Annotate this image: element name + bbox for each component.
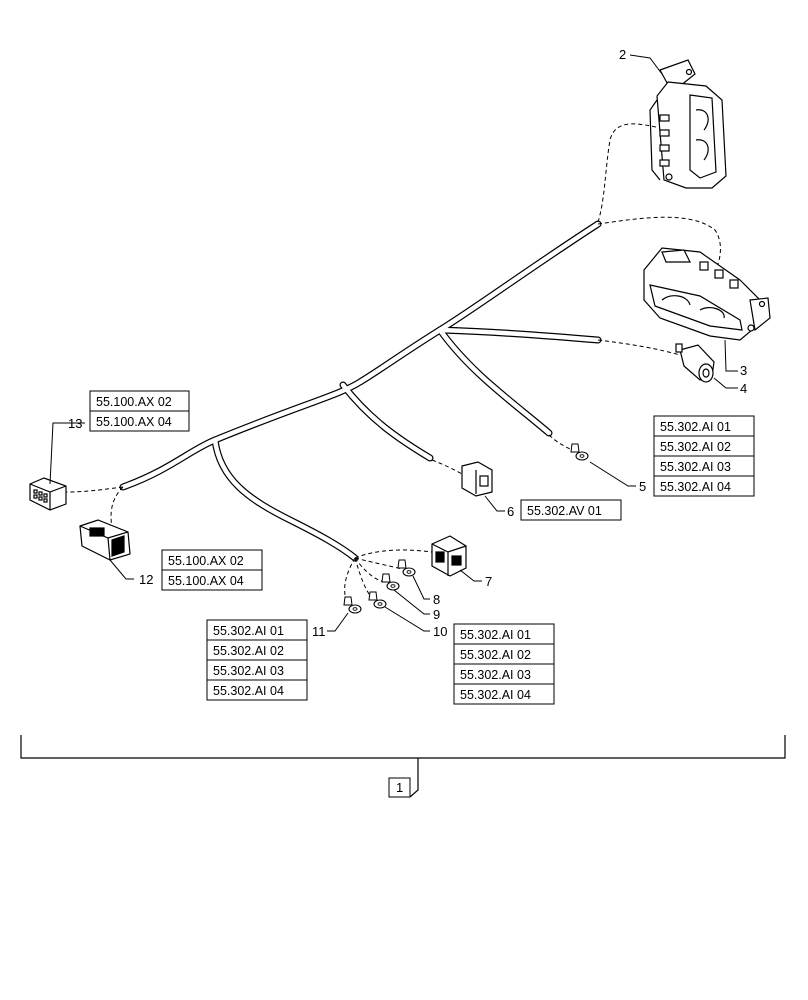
ref-table-6: 55.302.AV 01	[520, 499, 622, 521]
callout-4: 4	[740, 381, 747, 396]
ref-12-row-1: 55.100.AX 02	[168, 554, 244, 568]
ref-11-row-4: 55.302.AI 04	[213, 684, 284, 698]
ref-5-row-1: 55.302.AI 01	[660, 420, 731, 434]
ref-10-row-2: 55.302.AI 02	[460, 648, 531, 662]
ref-11-row-1: 55.302.AI 01	[213, 624, 284, 638]
fuse-box-lower	[643, 247, 771, 341]
callout-1-box	[388, 777, 411, 798]
ring-terminal-9	[381, 573, 400, 591]
fuse-box-upper	[649, 59, 727, 189]
ref-table-13: 55.100.AX 02 55.100.AX 04	[89, 390, 190, 432]
ring-terminal-5	[570, 443, 589, 461]
ref-table-12: 55.100.AX 02 55.100.AX 04	[161, 549, 263, 591]
ref-10-row-1: 55.302.AI 01	[460, 628, 531, 642]
callout-8: 8	[433, 592, 440, 607]
ref-table-11: 55.302.AI 01 55.302.AI 02 55.302.AI 03 5…	[206, 619, 308, 701]
ref-10-row-4: 55.302.AI 04	[460, 688, 531, 702]
callout-2: 2	[619, 47, 626, 62]
reference-tables: 55.100.AX 02 55.100.AX 04 55.100.AX 02 5…	[89, 390, 755, 705]
connector-12	[79, 519, 131, 561]
ring-terminal-8	[397, 559, 416, 577]
ref-6-row-1: 55.302.AV 01	[527, 504, 602, 518]
callout-1: 1	[396, 780, 403, 795]
ref-13-row-2: 55.100.AX 04	[96, 415, 172, 429]
callout-13: 13	[68, 416, 82, 431]
callout-7: 7	[485, 574, 492, 589]
ref-table-10: 55.302.AI 01 55.302.AI 02 55.302.AI 03 5…	[453, 623, 555, 705]
ref-12-row-2: 55.100.AX 04	[168, 574, 244, 588]
ref-11-row-3: 55.302.AI 03	[213, 664, 284, 678]
sensor-connector	[675, 343, 715, 383]
assembly-bracket	[20, 735, 786, 798]
callout-5: 5	[639, 479, 646, 494]
ref-5-row-2: 55.302.AI 02	[660, 440, 731, 454]
leader-lines	[49, 54, 738, 632]
ref-5-row-3: 55.302.AI 03	[660, 460, 731, 474]
ref-10-row-3: 55.302.AI 03	[460, 668, 531, 682]
callout-10: 10	[433, 624, 447, 639]
connector-7	[431, 535, 467, 577]
ref-table-5: 55.302.AI 01 55.302.AI 02 55.302.AI 03 5…	[653, 415, 755, 497]
callout-11: 11	[312, 624, 326, 639]
callout-9: 9	[433, 607, 440, 622]
ring-terminal-10	[368, 591, 387, 609]
connector-6	[461, 461, 493, 497]
ref-11-row-2: 55.302.AI 02	[213, 644, 284, 658]
callout-numbers: 2 3 4 5 6 7 8 9 10 11 12 13 1	[68, 47, 747, 798]
callout-3: 3	[740, 363, 747, 378]
ring-terminal-11	[343, 596, 362, 614]
ref-13-row-1: 55.100.AX 02	[96, 395, 172, 409]
callout-6: 6	[507, 504, 514, 519]
ref-5-row-4: 55.302.AI 04	[660, 480, 731, 494]
connector-13	[29, 477, 67, 511]
harness-main	[119, 220, 602, 562]
callout-12: 12	[139, 572, 153, 587]
